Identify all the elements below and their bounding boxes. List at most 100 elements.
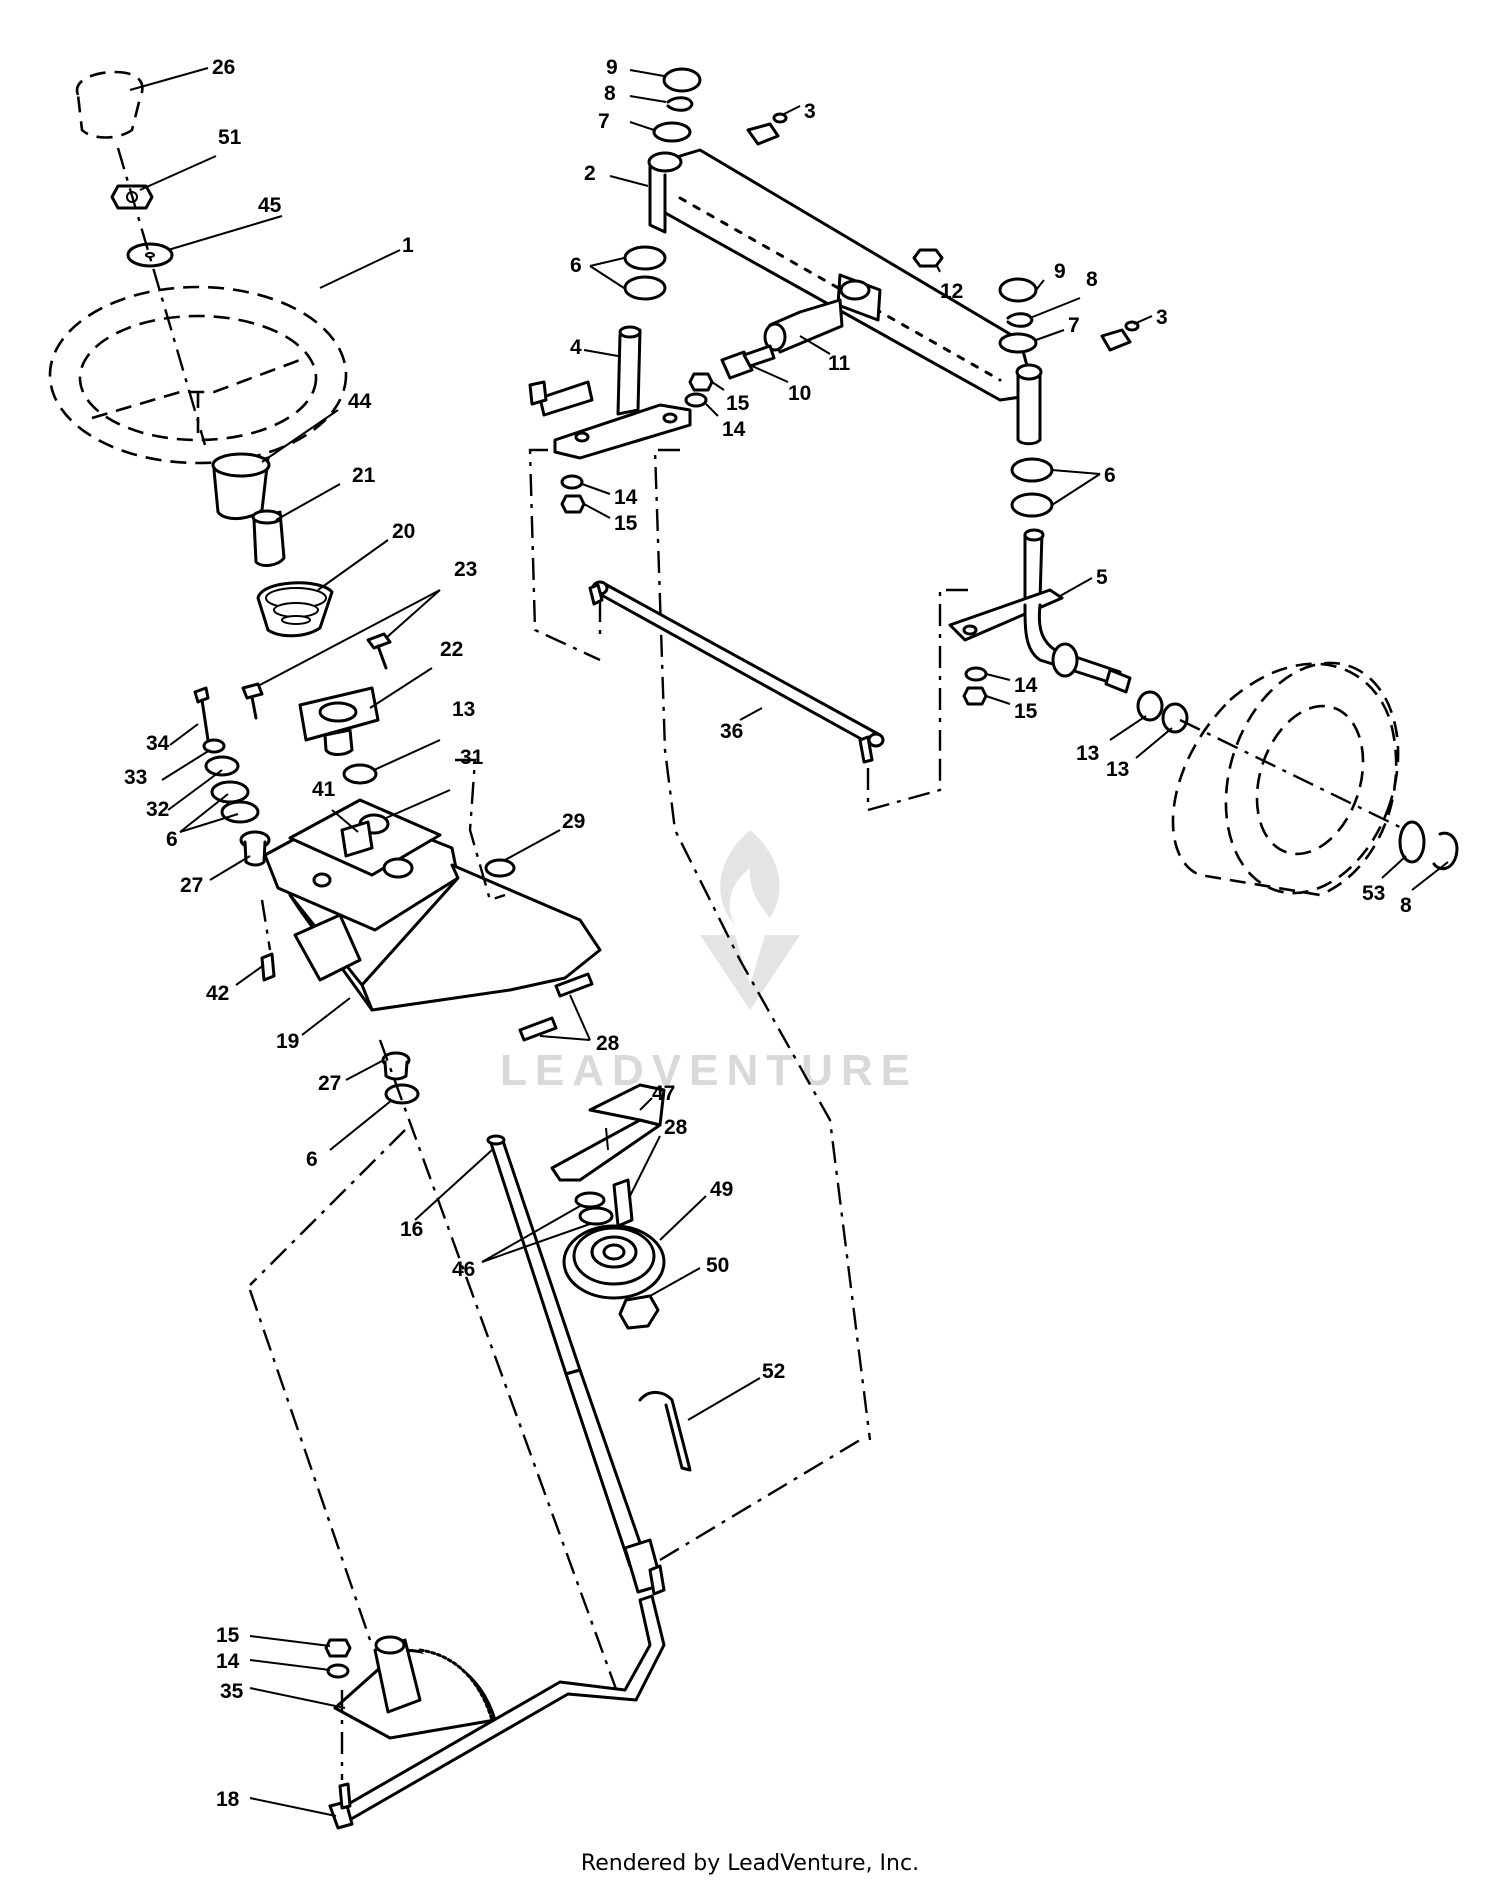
tie-rod-36-icon xyxy=(588,580,885,764)
bolt-42-icon xyxy=(260,952,276,982)
callout-27-lower: 27 xyxy=(318,1072,341,1095)
callout-13-right-a: 13 xyxy=(1076,742,1099,765)
callout-23: 23 xyxy=(454,558,477,581)
callout-labels: 26 51 45 1 44 21 20 23 22 34 33 32 6 27 … xyxy=(124,56,1412,1811)
steering-adapter-44-icon xyxy=(211,452,271,520)
callout-35: 35 xyxy=(220,1680,244,1703)
front-wheel-icon xyxy=(1171,661,1400,897)
nut-15b-icon xyxy=(688,372,714,392)
callout-21: 21 xyxy=(352,464,376,487)
washers-6c-icon xyxy=(623,245,667,301)
sector-gear-35-icon xyxy=(333,1635,497,1740)
callout-44: 44 xyxy=(348,390,372,413)
callout-28-lower: 28 xyxy=(664,1116,688,1139)
callout-45: 45 xyxy=(258,194,282,217)
nut-50-icon xyxy=(618,1294,660,1330)
washer-stack-32-icon xyxy=(204,755,260,824)
callout-5: 5 xyxy=(1096,566,1108,589)
bellows-boot-20-icon xyxy=(256,581,334,638)
washers-13bc-icon xyxy=(1136,690,1189,734)
callout-31: 31 xyxy=(460,746,484,769)
callout-32: 32 xyxy=(146,798,169,821)
callout-11: 11 xyxy=(828,352,851,375)
callout-4: 4 xyxy=(570,336,582,359)
bolt-23b-icon xyxy=(241,682,264,720)
callout-9-left: 9 xyxy=(606,56,618,79)
callout-8-wheel: 8 xyxy=(1400,894,1412,917)
pivot-bushing-11-icon xyxy=(763,298,844,354)
callout-19: 19 xyxy=(276,1030,299,1053)
washer-7a-icon xyxy=(652,121,692,143)
callout-34: 34 xyxy=(146,732,170,755)
bushing-21-icon xyxy=(251,509,286,567)
nut-15c-icon xyxy=(560,494,586,514)
cap-9a-icon xyxy=(662,67,702,93)
steering-cap-icon xyxy=(75,70,144,139)
ring-8a-icon xyxy=(666,96,694,112)
flange-bushing-27a-icon xyxy=(239,830,271,867)
callout-18: 18 xyxy=(216,1788,240,1811)
callout-28-upper: 28 xyxy=(596,1032,620,1055)
cap-9b-icon xyxy=(998,277,1038,303)
pivot-bolt-10-icon xyxy=(720,344,776,380)
washers-46-icon xyxy=(574,1191,614,1226)
steering-bracket-19-icon xyxy=(263,798,602,1012)
ring-8b-icon xyxy=(1006,312,1034,328)
watermark-logo-icon xyxy=(700,830,800,1010)
callout-14-right: 14 xyxy=(1014,674,1038,697)
spindle-5-icon xyxy=(948,528,1132,694)
leader-lines xyxy=(129,67,1449,1817)
bolt-18-icon xyxy=(338,1782,352,1810)
bushing-29-icon xyxy=(484,858,516,878)
drag-link-icon xyxy=(328,1594,666,1830)
grease-fitting-3b-icon xyxy=(1100,320,1140,352)
nut-12-icon xyxy=(912,248,944,268)
callout-2: 2 xyxy=(584,162,596,185)
bolt-23a-icon xyxy=(366,632,392,670)
callout-13-left: 13 xyxy=(452,698,475,721)
callout-49: 49 xyxy=(710,1178,733,1201)
callout-15-right: 15 xyxy=(1014,700,1038,723)
callout-53: 53 xyxy=(1362,882,1385,905)
callout-33: 33 xyxy=(124,766,147,789)
callout-8-right: 8 xyxy=(1086,268,1098,291)
bolt-top-drag-link-icon xyxy=(648,1564,666,1596)
callout-29: 29 xyxy=(562,810,585,833)
callout-1: 1 xyxy=(402,234,414,257)
callout-15-left-lower: 15 xyxy=(614,512,638,535)
callout-41: 41 xyxy=(312,778,336,801)
watermark: LEADVENTURE xyxy=(500,830,918,1095)
callout-8-left: 8 xyxy=(604,82,616,105)
pulley-bracket-47-icon xyxy=(550,1083,666,1182)
washer-7b-icon xyxy=(998,332,1038,354)
callout-16: 16 xyxy=(400,1218,423,1241)
front-axle-2-icon xyxy=(647,148,1043,446)
callout-42: 42 xyxy=(206,982,229,1005)
callout-13-right-b: 13 xyxy=(1106,758,1129,781)
callout-7-right: 7 xyxy=(1068,314,1080,337)
bolt-34-icon xyxy=(193,686,210,742)
washer-6b-icon xyxy=(384,1083,420,1105)
watermark-text: LEADVENTURE xyxy=(500,1046,918,1095)
callout-3-left: 3 xyxy=(804,100,816,123)
callout-22: 22 xyxy=(440,638,463,661)
idler-pulley-49-icon xyxy=(562,1224,666,1300)
washer-13a-icon xyxy=(342,763,378,785)
bolt-28a-icon xyxy=(518,972,594,1042)
washer-14d-icon xyxy=(964,666,988,682)
callout-6-lower: 6 xyxy=(306,1148,318,1171)
washer-14b-icon xyxy=(684,392,708,408)
bearing-flange-22-icon xyxy=(298,686,380,756)
callout-6-axle-right: 6 xyxy=(1104,464,1116,487)
grease-fitting-3a-icon xyxy=(746,112,788,146)
callout-14-left-lower: 14 xyxy=(614,486,638,509)
spindle-4-icon xyxy=(528,325,692,460)
steering-shaft-16-icon xyxy=(486,1134,664,1594)
callout-15-bottom: 15 xyxy=(216,1624,240,1647)
callout-12: 12 xyxy=(940,280,963,303)
steering-washer-icon xyxy=(126,242,174,268)
callout-9-right: 9 xyxy=(1054,260,1066,283)
washers-6d-icon xyxy=(1010,457,1054,518)
washer-14a-icon xyxy=(326,1663,350,1679)
